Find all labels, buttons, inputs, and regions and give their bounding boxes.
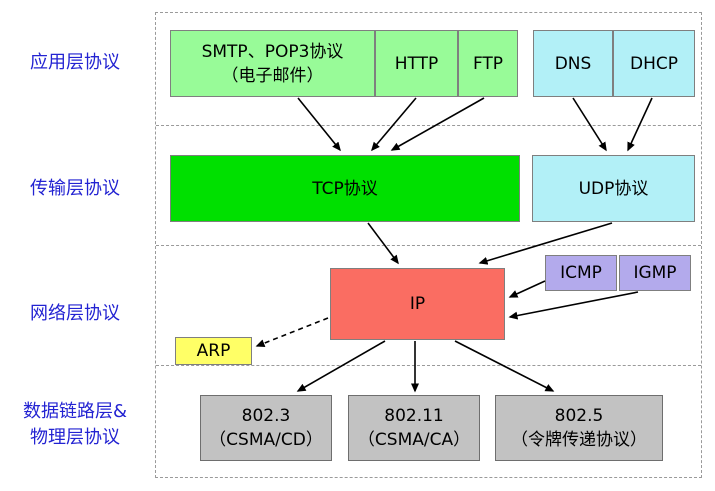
- label-transport-layer: 传输层协议: [0, 176, 150, 202]
- box-smtp-pop3: SMTP、POP3协议 （电子邮件）: [170, 30, 375, 97]
- box-dns-label: DNS: [554, 53, 592, 74]
- box-igmp-label: IGMP: [633, 263, 677, 283]
- separator-network-datalink: [156, 365, 701, 366]
- box-tcp: TCP协议: [170, 155, 520, 222]
- box-arp: ARP: [175, 337, 252, 365]
- box-802-3: 802.3 （CSMA/CD）: [200, 395, 332, 461]
- box-ftp: FTP: [458, 30, 518, 97]
- box-802-5-line2: （令牌传递协议）: [511, 430, 647, 450]
- box-icmp-label: ICMP: [560, 263, 602, 283]
- box-ftp-label: FTP: [472, 53, 504, 74]
- box-icmp: ICMP: [545, 255, 617, 291]
- label-transport-layer-text: 传输层协议: [30, 178, 120, 199]
- box-tcp-label: TCP协议: [312, 178, 378, 199]
- box-802-11-line2: （CSMA/CA）: [357, 430, 471, 450]
- box-802-11: 802.11 （CSMA/CA）: [348, 395, 480, 461]
- label-application-layer-text: 应用层协议: [30, 52, 120, 73]
- box-igmp: IGMP: [619, 255, 691, 291]
- label-datalink-line1: 数据链路层&: [22, 401, 128, 422]
- separator-transport-network: [156, 245, 701, 246]
- label-network-layer-text: 网络层协议: [30, 303, 120, 324]
- box-http: HTTP: [375, 30, 458, 97]
- box-smtp-pop3-line2: （电子邮件）: [221, 65, 324, 86]
- box-802-5-line1: 802.5: [554, 406, 604, 426]
- label-datalink-line2: 物理层协议: [30, 427, 120, 448]
- box-dhcp-label: DHCP: [630, 53, 678, 74]
- box-udp: UDP协议: [532, 155, 695, 222]
- separator-app-transport: [156, 125, 701, 126]
- box-http-label: HTTP: [394, 53, 439, 74]
- box-arp-label: ARP: [196, 341, 231, 361]
- box-ip: IP: [330, 268, 505, 340]
- box-802-3-line2: （CSMA/CD）: [209, 430, 323, 450]
- box-dns: DNS: [533, 30, 613, 97]
- box-802-11-line1: 802.11: [384, 406, 444, 426]
- label-application-layer: 应用层协议: [0, 50, 150, 76]
- label-network-layer: 网络层协议: [0, 301, 150, 327]
- box-802-3-line1: 802.3: [241, 406, 291, 426]
- label-datalink-physical-layer: 数据链路层& 物理层协议: [0, 399, 150, 451]
- box-udp-label: UDP协议: [578, 178, 649, 199]
- box-dhcp: DHCP: [613, 30, 695, 97]
- box-ip-label: IP: [409, 294, 426, 314]
- box-802-5: 802.5 （令牌传递协议）: [495, 395, 663, 461]
- box-smtp-pop3-line1: SMTP、POP3协议: [201, 41, 344, 62]
